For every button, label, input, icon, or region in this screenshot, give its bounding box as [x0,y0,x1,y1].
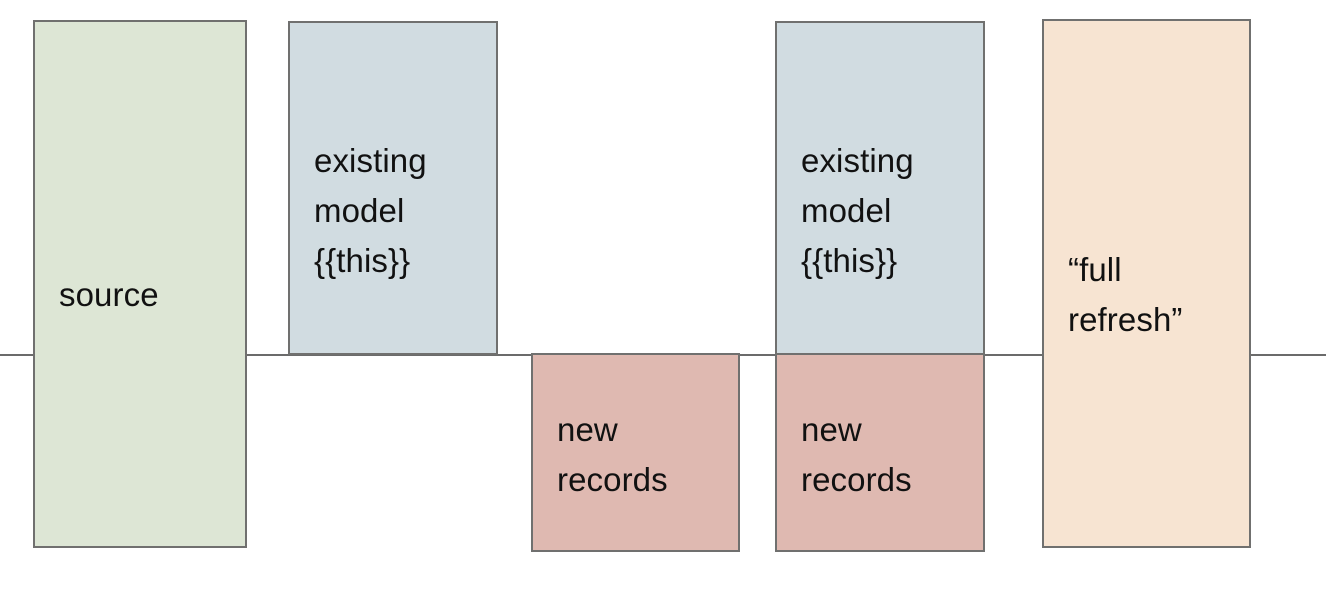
box-source[interactable]: source [33,20,247,548]
box-source-label: source [59,276,159,313]
box-new-records-2[interactable]: new records [775,353,985,552]
box-existing-model-1[interactable]: existing model {{this}} [288,21,498,355]
box-new-records-1[interactable]: new records [531,353,740,552]
box-full-refresh-label: “full refresh” [1068,251,1183,338]
box-new-records-2-label: new records [801,411,912,498]
box-existing-model-2-label: existing model {{this}} [801,142,914,279]
box-new-records-1-label: new records [557,411,668,498]
box-full-refresh[interactable]: “full refresh” [1042,19,1251,548]
box-existing-model-1-label: existing model {{this}} [314,142,427,279]
box-existing-model-2[interactable]: existing model {{this}} [775,21,985,355]
